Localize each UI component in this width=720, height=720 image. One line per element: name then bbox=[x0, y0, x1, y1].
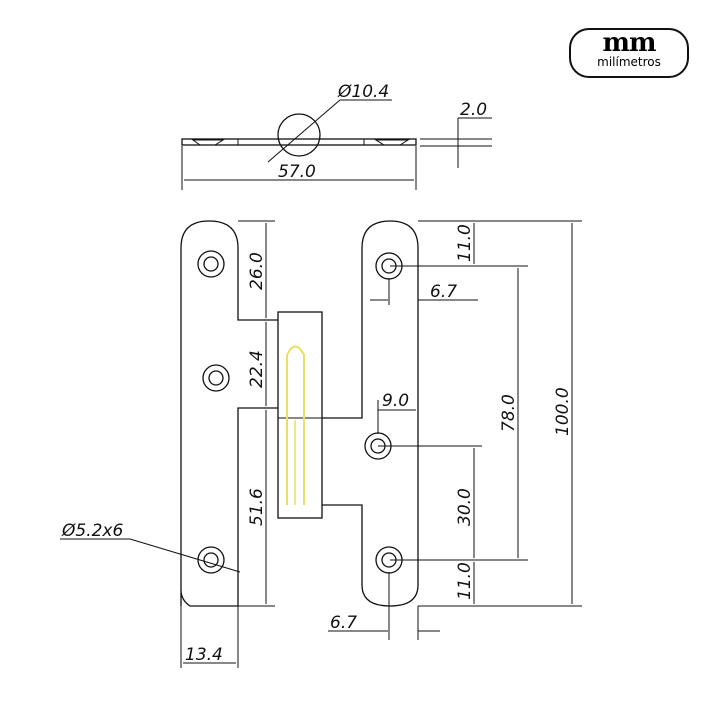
dim-bottom-offset-right: 11.0 bbox=[455, 562, 475, 600]
dim-pin-diameter: Ø10.4 bbox=[337, 82, 389, 102]
dim-total-width: 57.0 bbox=[278, 162, 316, 182]
dim-hole-spec: Ø5.2x6 bbox=[61, 521, 123, 541]
dim-lower-knuckle: 51.6 bbox=[247, 488, 267, 526]
dim-top-offset-left: 26.0 bbox=[247, 252, 267, 290]
dim-leaf-width: 13.4 bbox=[185, 645, 223, 665]
brand-logo: mm milímetros bbox=[569, 28, 689, 78]
top-view: Ø10.4 57.0 2.0 bbox=[181, 82, 492, 190]
holes bbox=[197, 250, 403, 574]
right-leaf bbox=[322, 220, 419, 607]
pin-highlight bbox=[286, 345, 305, 505]
logo-mark: mm bbox=[602, 28, 656, 58]
left-leaf bbox=[180, 220, 278, 607]
logo-subtitle: milímetros bbox=[597, 55, 661, 69]
dim-knuckle-gap: 22.4 bbox=[247, 350, 267, 388]
dim-hole-edge-bottom: 6.7 bbox=[330, 613, 357, 633]
dim-total-height: 100.0 bbox=[553, 387, 573, 436]
dim-thickness: 2.0 bbox=[460, 100, 487, 120]
dim-center-hole-offset: 9.0 bbox=[382, 391, 409, 411]
dim-top-offset-right: 11.0 bbox=[455, 224, 475, 262]
pin-circle bbox=[277, 113, 321, 157]
dim-hole-spacing: 78.0 bbox=[499, 394, 519, 432]
knuckle bbox=[277, 311, 323, 519]
dim-hole-edge-top: 6.7 bbox=[430, 282, 457, 302]
dim-center-to-bottom: 30.0 bbox=[455, 488, 475, 526]
